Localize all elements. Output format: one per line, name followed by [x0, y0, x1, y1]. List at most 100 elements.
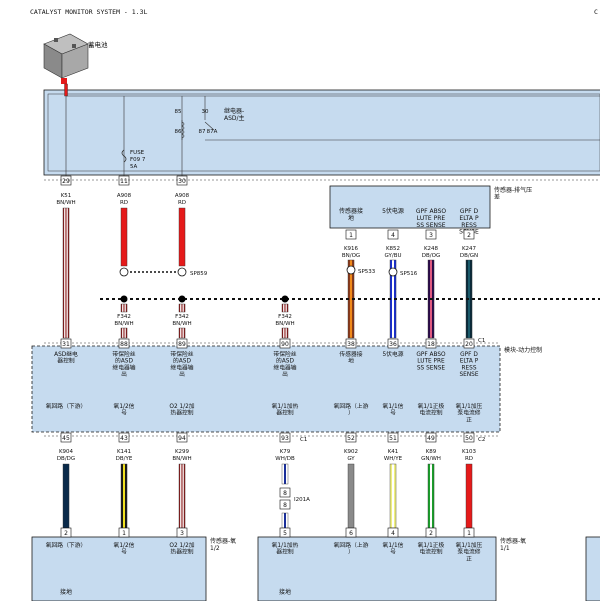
pcm-c2-tag: C2	[478, 437, 485, 443]
battery-icon	[43, 33, 89, 84]
pcm-label: 模块-动力控制	[504, 346, 542, 354]
exhaust-pin-name: 传感器接地	[339, 207, 363, 222]
pcm-top-pin-88-box	[118, 338, 130, 349]
splice-label-sp516: SP516	[400, 271, 418, 277]
battery-feed-wire	[64, 83, 68, 97]
o2-sensor-11-box	[257, 536, 497, 601]
pcm-bottom-pin-52: 52	[347, 435, 355, 442]
relay-label: 继电器-ASD/主	[224, 107, 245, 122]
pcm-bottom-pin-name: O2 1/2加热器控制	[169, 402, 194, 417]
exhaust-pin-name: 5伏电源	[382, 207, 404, 215]
inline-connector-name: I201A	[294, 497, 310, 503]
o2-12-pin-name: O2 1/2加热器控制	[169, 541, 194, 556]
o2-12-pin-name: 氧1/2信号	[114, 541, 135, 556]
splice-node	[119, 267, 129, 277]
wire-f342-upper	[120, 303, 128, 313]
pcm-bottom-circuit-label: K299	[175, 449, 190, 455]
splice-node	[388, 267, 398, 277]
o2-11-pin-6: 6	[349, 530, 353, 537]
upper-circuit-label: K51	[61, 193, 72, 199]
pcm-top-pin-88: 88	[120, 341, 128, 348]
relay-pin-87a: 87A	[207, 129, 218, 135]
upper-pin-30-box	[176, 175, 188, 186]
pcm-bottom-color-code: WH/YE	[384, 456, 403, 462]
o2-11-pin-name: 氧1/1加压泵电流修正	[456, 541, 483, 562]
o2-11-pin-1: 1	[467, 530, 471, 537]
pcm-bottom-color-code: RD	[465, 456, 473, 462]
o2-12-pin-1-box	[118, 527, 130, 538]
pcm-bottom-pin-94-box	[176, 432, 188, 443]
pcm-bottom-color-code: WH/DB	[275, 456, 295, 462]
o2-11-pin-2-box	[425, 527, 437, 538]
pcm-bottom-pin-45-box	[60, 432, 72, 443]
pcm-bottom-circuit-label: K79	[280, 449, 291, 455]
exhaust-circuit-label: K248	[424, 246, 439, 252]
relay-pin-86: 86	[175, 129, 182, 135]
o2-11-pin-5-box	[279, 527, 291, 538]
exhaust-pin-1: 1	[349, 232, 353, 239]
exhaust-pin-2: 2	[467, 232, 471, 239]
o2-12-pin-2-box	[60, 527, 72, 538]
fuse-rating: 5A	[130, 164, 137, 170]
relay-pin-30: 30	[202, 109, 209, 115]
wire-k904	[62, 463, 70, 529]
pcm-bottom-pin-50-box	[463, 432, 475, 443]
wire-k79-upper	[281, 463, 289, 485]
pcm-top-pin-name: 传感器接地	[339, 350, 362, 365]
o2-11-pin-6-box	[345, 527, 357, 538]
corner-mark: C	[594, 8, 598, 16]
pcm-module-box	[31, 345, 501, 433]
pcm-bottom-pin-49-box	[425, 432, 437, 443]
pcm-top-pin-38-box	[345, 338, 357, 349]
pcm-bottom-pin-name: 氧1/1加热器控制	[272, 402, 299, 417]
pcm-bottom-circuit-label: K89	[426, 449, 437, 455]
wire-k89	[427, 463, 435, 529]
pcm-top-pin-89: 89	[178, 341, 186, 348]
o2-11-pin-name: 氧1/1信号	[383, 541, 404, 556]
pcm-bottom-color-code: GN/WH	[421, 456, 441, 462]
o2-11-ground-label: 接地	[279, 588, 291, 596]
wire-f342-lower	[281, 327, 289, 339]
pcm-bottom-pin-name: 氧回路（下游）	[46, 402, 87, 410]
o2-sensor-12-box	[31, 536, 207, 601]
fuse-id: F09 7	[130, 157, 146, 163]
pcm-bottom-color-code: GY	[347, 456, 355, 462]
o2-11-pin-5: 5	[283, 530, 287, 537]
relay-pin-87: 87	[199, 129, 206, 135]
exhaust-sensor-box	[329, 185, 491, 229]
pcm-top-pin-20-box	[463, 338, 475, 349]
relay-module-inner	[47, 93, 600, 172]
wire-f342-lower	[178, 327, 186, 339]
wire-f342-upper	[281, 303, 289, 313]
upper-pin-11: 11	[120, 178, 128, 185]
f342-circuit-label: F342	[278, 314, 292, 320]
inline-connector-pin-top-box	[279, 487, 291, 498]
o2-11-pin-name: 氧回路（上游）	[334, 541, 369, 556]
exhaust-color-code: DB/GN	[460, 253, 478, 259]
wire-k103	[465, 463, 473, 529]
pcm-bottom-pin-51-box	[387, 432, 399, 443]
exhaust-color-code: DB/OG	[422, 253, 440, 259]
wire-f342-upper	[178, 303, 186, 313]
pcm-bottom-pin-name: 氧1/1加压泵电流修正	[456, 402, 483, 423]
wire-k79-lower	[281, 512, 289, 529]
pcm-bottom-color-code: BN/WH	[172, 456, 191, 462]
upper-pin-30: 30	[178, 178, 186, 185]
pcm-bottom-pin-50: 50	[465, 435, 473, 442]
o2-11-pin-2: 2	[429, 530, 433, 537]
exhaust-circuit-label: K247	[462, 246, 477, 252]
pcm-bottom-circuit-label: K904	[59, 449, 74, 455]
splice-node	[177, 267, 187, 277]
pcm-bottom-pin-93: 93	[281, 435, 289, 442]
o2-12-pin-1: 1	[122, 530, 126, 537]
exhaust-sensor-label: 传感器-排气压差	[494, 186, 532, 201]
pcm-top-pin-90: 90	[281, 341, 289, 348]
pcm-bottom-pin-45: 45	[62, 435, 70, 442]
f342-circuit-label: F342	[117, 314, 131, 320]
